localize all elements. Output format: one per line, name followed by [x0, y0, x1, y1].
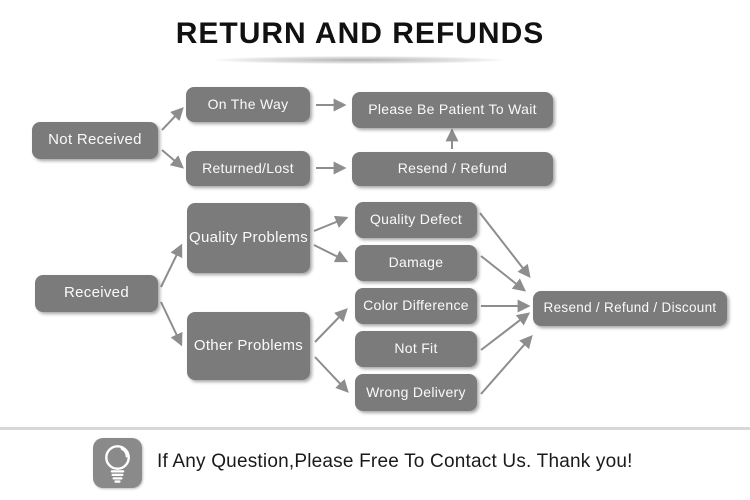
title-underline-shadow: [160, 54, 558, 66]
arrow-quality-defect-to-resend-refund-discount: [479, 212, 531, 279]
arrow-not-fit-to-resend-refund-discount: [480, 312, 531, 351]
arrow-wrong-delivery-to-resend-refund-discount: [480, 335, 533, 395]
node-quality-problems: Quality Problems: [187, 203, 310, 273]
node-other-problems: Other Problems: [187, 312, 310, 380]
arrow-not-received-to-on-the-way: [161, 107, 184, 131]
arrow-damage-to-resend-refund-discount: [480, 255, 527, 292]
arrow-not-received-to-returned-lost: [161, 149, 184, 169]
page-title: RETURN AND REFUNDS: [175, 17, 545, 50]
light-bulb-icon: [93, 438, 142, 488]
arrow-received-to-other-problems: [160, 301, 183, 347]
node-color-difference: Color Difference: [355, 288, 477, 324]
node-returned-lost: Returned/Lost: [186, 151, 310, 186]
node-resend-refund-discount: Resend / Refund / Discount: [533, 291, 727, 326]
arrow-received-to-quality-problems: [160, 243, 183, 288]
node-damage: Damage: [355, 245, 477, 281]
node-on-the-way: On The Way: [186, 87, 310, 122]
node-quality-defect: Quality Defect: [355, 202, 477, 238]
arrow-other-problems-to-color-difference: [314, 308, 348, 343]
light-bulb-glyph: [105, 445, 130, 483]
footer-text: If Any Question,Please Free To Contact U…: [157, 451, 633, 472]
node-received: Received: [35, 275, 158, 312]
node-wrong-delivery: Wrong Delivery: [355, 374, 477, 411]
footer-divider: [0, 427, 750, 430]
node-not-received: Not Received: [32, 122, 158, 159]
node-not-fit: Not Fit: [355, 331, 477, 367]
node-resend-refund: Resend / Refund: [352, 152, 553, 186]
node-please-be-patient: Please Be Patient To Wait: [352, 92, 553, 128]
arrow-other-problems-to-wrong-delivery: [314, 356, 349, 393]
arrow-quality-problems-to-damage: [313, 244, 349, 263]
arrow-quality-problems-to-quality-defect: [313, 215, 349, 232]
